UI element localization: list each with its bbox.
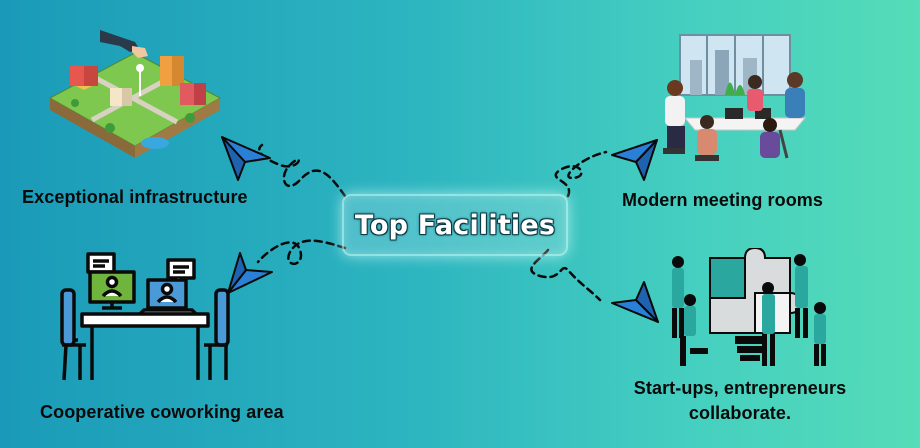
connector-infrastructure [258,143,347,198]
paper-plane-icon-cowork [227,252,273,294]
paper-plane-icon-startups [611,281,659,323]
center-title: Top Facilities [354,209,556,241]
label-infrastructure: Exceptional infrastructure [22,187,248,207]
city-blocks-icon [48,30,222,158]
center-title-box: Top Facilities [342,194,568,256]
connector-startups [530,248,602,302]
paper-plane-icon-infrastructure [221,136,271,181]
paper-plane-icon-meeting [611,139,658,181]
connector-meeting [554,150,608,198]
connector-cowork [256,239,347,265]
label-cowork: Cooperative coworking area [40,402,284,422]
meeting-room-icon [663,34,807,161]
label-startups: Start-ups, entrepreneurs collaborate. [633,378,847,423]
coworking-desk-icon [60,252,230,381]
puzzle-team-icon [672,248,826,366]
label-meeting: Modern meeting rooms [622,190,824,210]
